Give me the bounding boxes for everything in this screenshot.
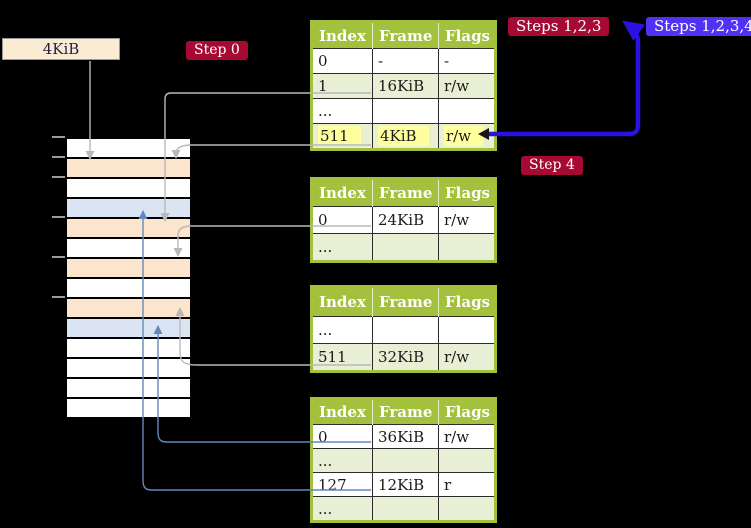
- table-cell: ...: [311, 496, 373, 522]
- table-cell: [438, 316, 496, 344]
- memory-frame-row: [67, 399, 190, 417]
- table-cell: 36KiB: [372, 424, 439, 449]
- memory-frame-row: [67, 199, 190, 219]
- table-cell: 127: [311, 472, 373, 497]
- table-row: 0--: [311, 48, 496, 74]
- memory-frame-row: [67, 319, 190, 339]
- table-cell: r/w: [438, 343, 496, 372]
- table-cell: [372, 316, 439, 344]
- table-cell: ...: [311, 98, 373, 124]
- highlighted-value: 511: [318, 126, 361, 146]
- table-cell: 24KiB: [372, 206, 439, 234]
- memory-frame-row: [67, 239, 190, 259]
- table-cell: [372, 448, 439, 473]
- table-cell: r/w: [438, 73, 496, 99]
- table-cell: [372, 98, 439, 124]
- tick-mark: [52, 176, 65, 178]
- memory-frame-row: [67, 219, 190, 239]
- tick-mark: [52, 216, 65, 218]
- table-cell: -: [372, 48, 439, 74]
- table-cell: 0: [311, 206, 373, 234]
- step4-badge: Step 4: [521, 156, 583, 175]
- column-header: Frame: [372, 178, 439, 207]
- table-cell: [372, 233, 439, 262]
- table-cell: 1: [311, 73, 373, 99]
- table-cell: ...: [311, 316, 373, 344]
- column-header: Index: [311, 178, 373, 207]
- table-row: ...: [311, 233, 496, 262]
- table-cell: 0: [311, 424, 373, 449]
- table-cell: [438, 448, 496, 473]
- table-cell: ...: [311, 233, 373, 262]
- table-cell: ...: [311, 448, 373, 473]
- column-header: Flags: [438, 286, 496, 317]
- tick-mark: [52, 296, 65, 298]
- column-header: Frame: [372, 398, 439, 425]
- table-row: ...: [311, 448, 496, 473]
- table-cell: 12KiB: [372, 472, 439, 497]
- tick-mark: [52, 256, 65, 258]
- highlighted-value: 4KiB: [378, 126, 429, 146]
- recursive-arrow: [486, 20, 646, 137]
- column-header: Frame: [372, 286, 439, 317]
- column-header: Flags: [438, 21, 496, 49]
- steps123-badge: Steps 1,2,3: [508, 17, 610, 36]
- table-cell: r/w: [438, 206, 496, 234]
- step0-badge: Step 0: [186, 41, 248, 60]
- physical-memory-strip: [65, 137, 192, 419]
- table-cell: 0: [311, 48, 373, 74]
- memory-frame-row: [67, 159, 190, 179]
- table-cell: 4KiB: [372, 123, 439, 150]
- table-cell: r/w: [438, 424, 496, 449]
- table-row: 511 4KiB r/w: [311, 123, 496, 150]
- table-row: ...: [311, 496, 496, 522]
- table-cell: 32KiB: [372, 343, 439, 372]
- memory-frame-row: [67, 339, 190, 359]
- table-row: ...: [311, 316, 496, 344]
- table-cell: r: [438, 472, 496, 497]
- column-header: Index: [311, 21, 373, 49]
- memory-frame-row: [67, 179, 190, 199]
- tick-mark: [52, 156, 65, 158]
- table-cell: [438, 98, 496, 124]
- highlighted-value: r/w: [444, 126, 484, 146]
- column-header: Index: [311, 398, 373, 425]
- memory-frame-row: [67, 279, 190, 299]
- table-cell: 16KiB: [372, 73, 439, 99]
- memory-frame-row: [67, 259, 190, 279]
- tick-mark: [52, 136, 65, 138]
- table-cell: [438, 233, 496, 262]
- table-cell: 511: [311, 343, 373, 372]
- memory-frame-row: [67, 299, 190, 319]
- memory-frame-row: [67, 379, 190, 399]
- column-header: Index: [311, 286, 373, 317]
- table-cell: r/w: [438, 123, 496, 150]
- column-header: Frame: [372, 21, 439, 49]
- frame-size-label: 4KiB: [2, 38, 120, 60]
- column-header: Flags: [438, 178, 496, 207]
- memory-frame-row: [67, 359, 190, 379]
- table-cell: 511: [311, 123, 373, 150]
- table-cell: [372, 496, 439, 522]
- table-cell: -: [438, 48, 496, 74]
- steps1234-badge: Steps 1,2,3,4: [646, 17, 751, 36]
- memory-frame-row: [67, 139, 190, 159]
- table-cell: [438, 496, 496, 522]
- table-row: ...: [311, 98, 496, 124]
- column-header: Flags: [438, 398, 496, 425]
